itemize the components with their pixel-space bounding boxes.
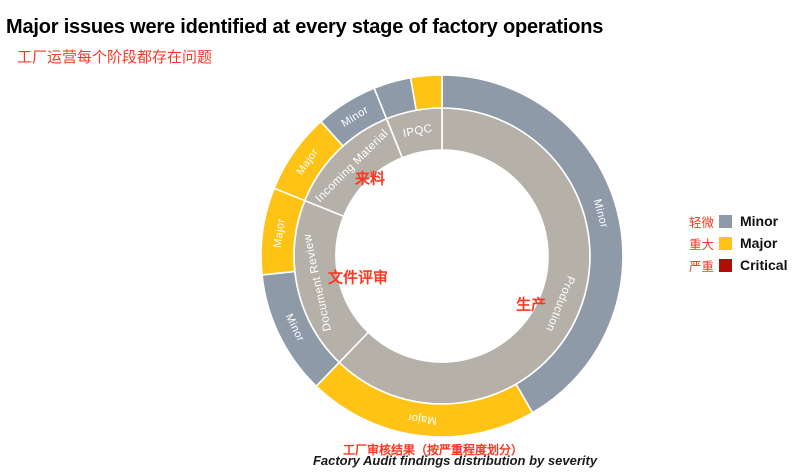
stage-label-ipqc: IPQC (402, 123, 433, 140)
annotation-production-zh: 生产 (515, 296, 547, 314)
legend-row-major: 重大 Major (684, 232, 787, 254)
legend-label-critical-zh: 严重 (688, 259, 714, 274)
chart-caption-zh: 工厂审核结果（按严重程度划分） (342, 443, 524, 457)
legend-label-major-zh: 重大 (688, 237, 714, 252)
annotation-document-review-zh: 文件评审 (327, 269, 389, 287)
legend-swatch-critical (719, 258, 732, 272)
annotation-incoming-material-zh: 来料 (354, 170, 386, 188)
legend-row-critical: 严重 Critical (684, 254, 787, 276)
legend-label-minor-en: Minor (740, 213, 779, 229)
severity-label-production-major: Major (407, 411, 438, 427)
severity-legend: 轻微 Minor 重大 Major 严重 Critical (684, 210, 787, 276)
severity-segment-ipqc-major (409, 74, 443, 112)
page-subtitle-zh: 工厂运营每个阶段都存在问题 (17, 49, 213, 66)
legend-label-major-en: Major (740, 235, 778, 251)
legend-label-critical-en: Critical (740, 257, 788, 273)
page-title: Major issues were identified at every st… (6, 16, 604, 38)
chart-caption-en: Factory Audit findings distribution by s… (312, 453, 598, 468)
severity-label-document-review-major: Major (272, 218, 288, 249)
legend-label-minor-zh: 轻微 (688, 215, 714, 230)
legend-swatch-minor (719, 214, 732, 228)
legend-swatch-major (719, 236, 732, 250)
legend-row-minor: 轻微 Minor (684, 210, 787, 232)
